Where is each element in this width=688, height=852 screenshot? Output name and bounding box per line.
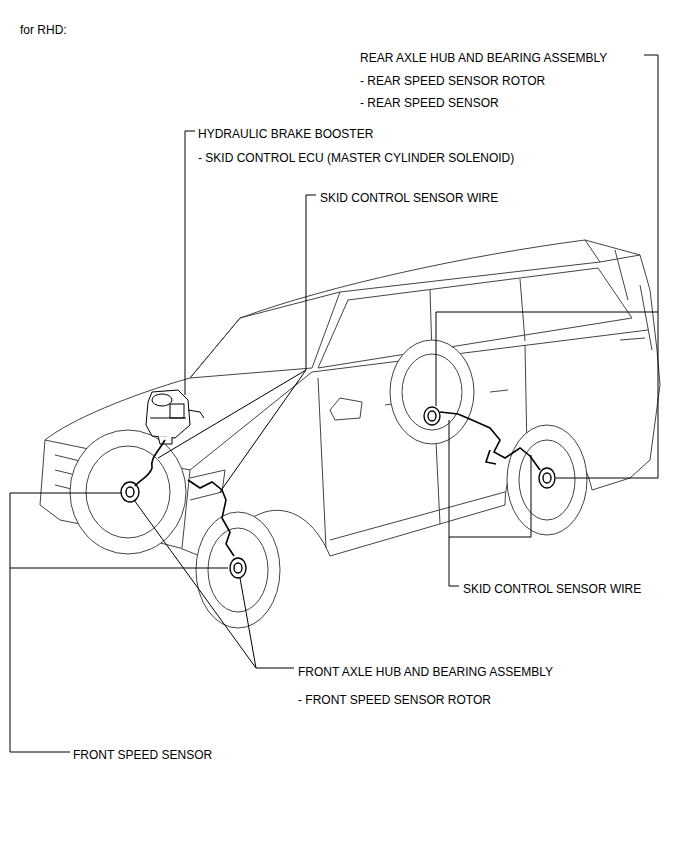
part-label: FRONT AXLE HUB AND BEARING ASSEMBLY [298,665,553,679]
axle-hub [539,468,555,488]
leader-line [240,578,256,668]
leader-line [220,370,306,492]
wheel-drawing [402,354,462,430]
vehicle-outline [340,255,640,292]
sensor-wire [486,450,496,464]
vehicle-outline [585,240,600,262]
wheel-drawing [196,512,280,628]
part-label: SKID CONTROL SENSOR WIRE [320,191,498,205]
wheel-drawing [519,440,575,520]
leader-line [10,568,228,569]
leader-line [10,493,122,752]
vehicle-outline [620,338,645,340]
brake-booster [146,390,190,438]
axle-hub [126,487,134,497]
brake-booster [170,404,184,418]
vehicle-outline [40,240,660,560]
part-label: - REAR SPEED SENSOR ROTOR [360,74,545,88]
vehicle-outline [40,240,660,560]
wheel-drawing [86,446,170,538]
sensor-wire [188,480,234,556]
vehicle-outline [318,378,326,548]
part-label: REAR AXLE HUB AND BEARING ASSEMBLY [360,51,607,65]
leader-line [158,370,306,458]
brake-booster [152,394,172,406]
axle-hub [428,411,436,421]
wheel-drawing [507,425,587,535]
leader-line [10,55,658,752]
axle-hub [230,558,246,578]
part-label: SKID CONTROL SENSOR WIRE [463,582,641,596]
part-label: for RHD: [20,23,67,37]
sensor-wire [135,440,165,486]
leader-line [449,420,459,586]
vehicle-outline [318,268,632,368]
leader-line [185,131,195,395]
vehicle-outline [520,279,525,341]
sensor-wire [135,412,540,556]
part-label: HYDRAULIC BRAKE BOOSTER [198,127,373,141]
part-label: - SKID CONTROL ECU (MASTER CYLINDER SOLE… [198,151,514,165]
wheel-drawing [70,430,186,554]
leader-line [134,500,256,668]
vehicle-outline [312,330,648,372]
vehicle-outline [615,250,628,300]
part-label: - FRONT SPEED SENSOR ROTOR [298,693,491,707]
axle-hub [234,563,242,573]
brake-booster [188,410,204,418]
wheel-drawing [208,528,268,612]
wheel-drawing [390,340,474,444]
leader-line [556,55,658,478]
axle-hub [543,473,551,483]
axle-hub [424,407,440,425]
vehicle-outline [330,492,505,540]
vehicle-outline [640,285,652,350]
leader-line [306,195,316,370]
brake-booster [150,418,186,419]
leader-line [436,312,658,406]
leader-line [449,455,531,537]
part-label: - REAR SPEED SENSOR [360,96,499,110]
sensor-wire [440,412,540,470]
leader-line [256,668,294,669]
part-label: FRONT SPEED SENSOR [73,748,212,762]
axle-hub [121,407,555,578]
vehicle-outline [330,398,362,420]
vehicle-outline [190,292,340,378]
vehicle-outline [490,390,508,392]
